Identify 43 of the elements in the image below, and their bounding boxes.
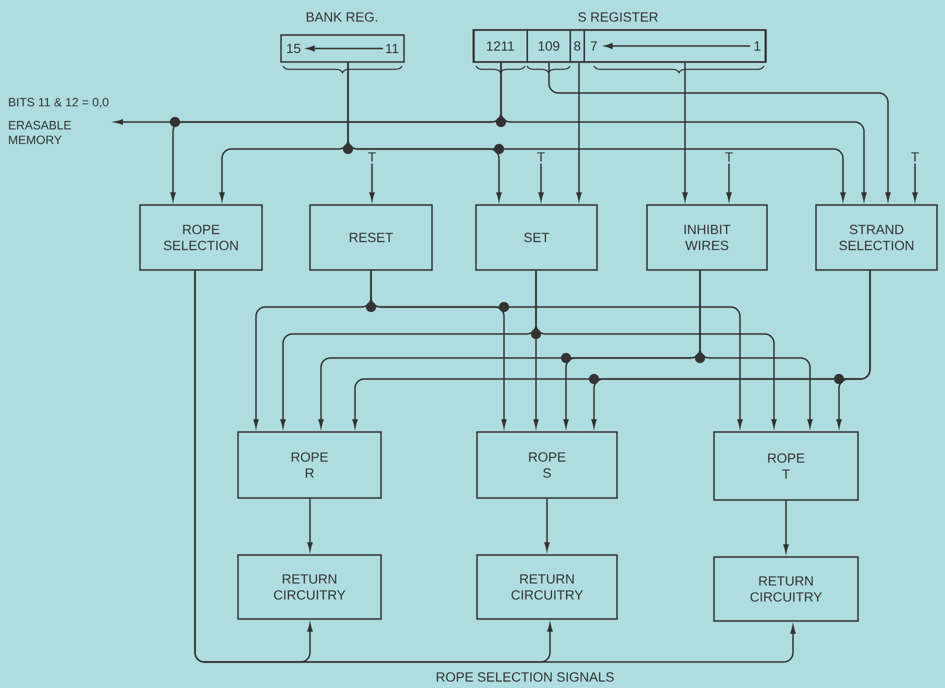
bit-number: 11 bbox=[386, 44, 398, 54]
arrow bbox=[783, 500, 789, 553]
block-box: INHIBIT WIRES bbox=[646, 204, 768, 271]
arrow bbox=[538, 164, 544, 201]
arrow bbox=[500, 62, 867, 201]
register-cell: 8 bbox=[570, 29, 585, 63]
block-box: ROPE SELECTION bbox=[139, 204, 263, 271]
arrow bbox=[369, 164, 375, 201]
arrow bbox=[370, 270, 743, 428]
block-box: RETURN CIRCUITRY bbox=[713, 556, 859, 622]
arrow bbox=[699, 270, 813, 428]
register-label: BANK REG. bbox=[306, 12, 378, 22]
register-label: S REGISTER bbox=[578, 12, 658, 22]
block-box: RESET bbox=[309, 204, 433, 271]
bit-number: 15 bbox=[287, 44, 300, 54]
signal-label: ROPE SELECTION SIGNALS bbox=[436, 672, 614, 682]
block-box: ROPE S bbox=[476, 431, 618, 499]
timing-label: T bbox=[537, 152, 545, 162]
arrow bbox=[307, 498, 313, 551]
arrow bbox=[194, 270, 796, 663]
arrow bbox=[682, 62, 688, 201]
register-cell: 1211 bbox=[472, 29, 528, 63]
arrow bbox=[347, 62, 846, 201]
bit-number: 1 bbox=[754, 41, 760, 51]
bit-number: 7 bbox=[590, 41, 597, 51]
arrow bbox=[544, 498, 550, 551]
timing-label: T bbox=[725, 152, 733, 162]
arrow bbox=[836, 270, 871, 428]
arrow bbox=[726, 164, 732, 201]
block-box: SET bbox=[475, 204, 598, 271]
arrow bbox=[535, 270, 777, 428]
arrow bbox=[548, 62, 891, 201]
arrow bbox=[912, 164, 918, 201]
arrow bbox=[576, 62, 582, 201]
register-cell: 109 bbox=[526, 29, 571, 63]
block-box: ROPE R bbox=[237, 431, 382, 499]
block-box: ROPE T bbox=[713, 431, 859, 501]
block-box: STRAND SELECTION bbox=[815, 204, 938, 271]
timing-label: T bbox=[911, 152, 919, 162]
memory-label: BITS 11 & 12 = 0,0 ERASABLE MEMORY bbox=[9, 98, 108, 144]
block-box: RETURN CIRCUITRY bbox=[237, 554, 382, 620]
timing-label: T bbox=[368, 152, 376, 162]
block-box: RETURN CIRCUITRY bbox=[476, 554, 618, 620]
